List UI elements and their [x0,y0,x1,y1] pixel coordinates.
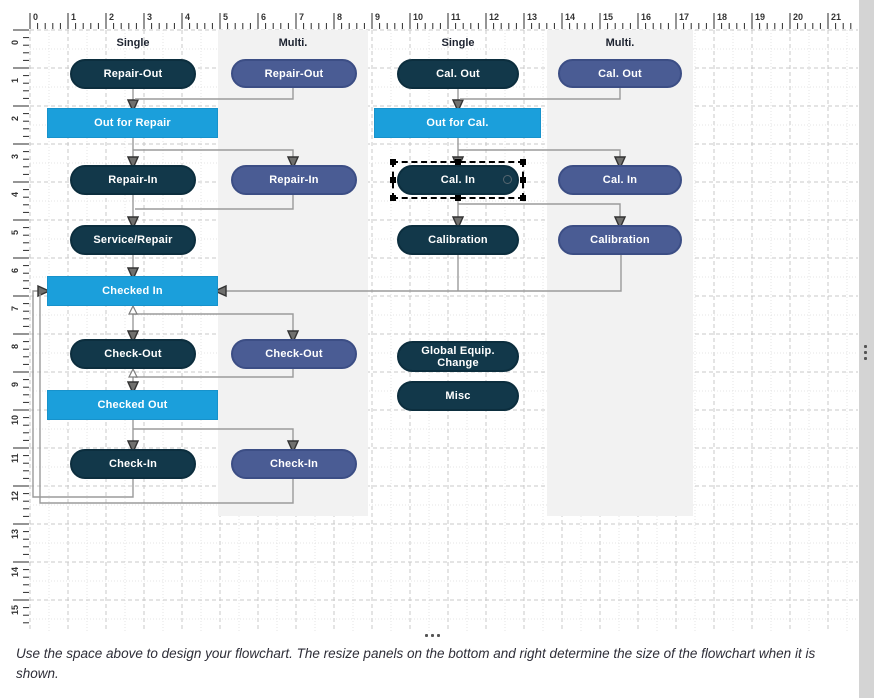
node-check-out-multi[interactable]: Check-Out [231,339,357,369]
node-repair-in-single[interactable]: Repair-In [70,165,196,195]
connection-point-icon[interactable] [503,175,512,184]
svg-text:0: 0 [10,40,20,45]
connectors-layer[interactable] [32,88,621,504]
svg-text:8: 8 [10,344,20,349]
svg-text:11: 11 [10,453,20,463]
resize-handle-e[interactable] [520,177,526,183]
svg-text:18: 18 [717,12,727,22]
svg-text:8: 8 [337,12,342,22]
node-misc[interactable]: Misc [397,381,519,411]
node-repair-out-single[interactable]: Repair-Out [70,59,196,89]
svg-text:15: 15 [10,605,20,615]
node-cal-in-multi[interactable]: Cal. In [558,165,682,195]
svg-text:11: 11 [451,12,461,22]
svg-text:15: 15 [603,12,613,22]
svg-text:20: 20 [793,12,803,22]
svg-text:14: 14 [10,567,20,577]
resize-handle-sw[interactable] [390,195,396,201]
open-arrow-up-icon [128,304,138,315]
svg-text:3: 3 [147,12,152,22]
svg-text:6: 6 [10,268,20,273]
svg-text:13: 13 [10,529,20,539]
svg-text:9: 9 [10,382,20,387]
node-out-for-cal[interactable]: Out for Cal. [374,108,541,138]
svg-text:4: 4 [185,12,190,22]
svg-text:21: 21 [831,12,841,22]
column-header-multi-1: Multi. [278,37,308,49]
svg-text:1: 1 [10,78,20,83]
svg-text:12: 12 [489,12,499,22]
node-global-equip-change[interactable]: Global Equip. Change [397,341,519,372]
instruction-text: Use the space above to design your flowc… [16,646,816,682]
node-calibration-multi[interactable]: Calibration [558,225,682,255]
svg-text:13: 13 [527,12,537,22]
node-cal-in-single[interactable]: Cal. In [397,165,519,195]
resize-handle-s[interactable] [455,195,461,201]
node-service-repair[interactable]: Service/Repair [70,225,196,255]
svg-text:0: 0 [33,12,38,22]
svg-text:5: 5 [10,230,20,235]
column-header-single-1: Single [116,37,150,49]
svg-text:14: 14 [565,12,575,22]
svg-text:3: 3 [10,154,20,159]
resize-handle-n[interactable] [455,159,461,165]
node-check-in-multi[interactable]: Check-In [231,449,357,479]
svg-text:1: 1 [71,12,76,22]
column-header-multi-2: Multi. [605,37,635,49]
column-header-single-2: Single [441,37,475,49]
node-calibration-single[interactable]: Calibration [397,225,519,255]
svg-text:16: 16 [641,12,651,22]
resize-grip-bottom-icon[interactable] [425,634,440,637]
svg-text:7: 7 [299,12,304,22]
node-check-in-single[interactable]: Check-In [70,449,196,479]
svg-text:4: 4 [10,192,20,197]
node-repair-out-multi[interactable]: Repair-Out [231,59,357,88]
svg-text:12: 12 [10,491,20,501]
svg-text:10: 10 [10,415,20,425]
svg-text:10: 10 [413,12,423,22]
svg-text:7: 7 [10,306,20,311]
node-checked-out[interactable]: Checked Out [47,390,218,420]
resize-handle-se[interactable] [520,195,526,201]
multi-column-panel-left [218,30,368,516]
svg-text:5: 5 [223,12,228,22]
node-out-for-repair[interactable]: Out for Repair [47,108,218,138]
svg-text:2: 2 [10,116,20,121]
resize-handle-ne[interactable] [520,159,526,165]
multi-column-panel-right [547,30,693,516]
resize-panel-right[interactable] [859,0,874,698]
svg-text:19: 19 [755,12,765,22]
svg-text:6: 6 [261,12,266,22]
node-cal-out-multi[interactable]: Cal. Out [558,59,682,88]
node-checked-in[interactable]: Checked In [47,276,218,306]
resize-handle-w[interactable] [390,177,396,183]
svg-text:17: 17 [679,12,689,22]
resize-handle-nw[interactable] [390,159,396,165]
svg-text:2: 2 [109,12,114,22]
node-repair-in-multi[interactable]: Repair-In [231,165,357,195]
node-cal-out-single[interactable]: Cal. Out [397,59,519,89]
svg-text:9: 9 [375,12,380,22]
node-check-out-single[interactable]: Check-Out [70,339,196,369]
open-arrow-up-icon [128,367,138,378]
resize-grip-right-icon[interactable] [864,345,867,360]
